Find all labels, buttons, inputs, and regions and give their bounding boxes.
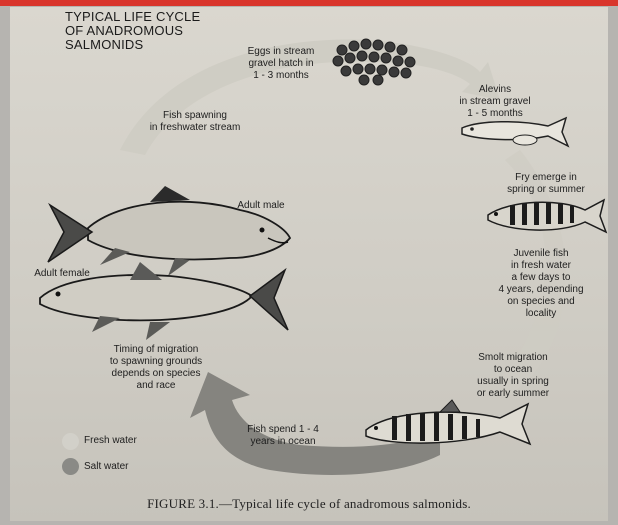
- alevin-illustration: [462, 118, 568, 146]
- timing-label: Timing of migration to spawning grounds …: [96, 344, 216, 392]
- ocean-label: Fish spend 1 - 4 years in ocean: [228, 424, 338, 448]
- spawning-label: Fish spawning in freshwater stream: [130, 110, 260, 134]
- fresh-water-swatch: [62, 433, 79, 450]
- adult-female-label: Adult female: [22, 268, 102, 280]
- fry-illustration: [488, 200, 606, 232]
- eggs-illustration: [333, 39, 415, 85]
- salt-water-legend: Salt water: [84, 461, 128, 473]
- diagram-title: TYPICAL LIFE CYCLE OF ANADROMOUS SALMONI…: [65, 10, 200, 52]
- smolt-illustration: [366, 400, 530, 444]
- figure-caption: FIGURE 3.1.—Typical life cycle of anadro…: [0, 496, 618, 512]
- salt-water-swatch: [62, 458, 79, 475]
- fry-label: Fry emerge in spring or summer: [496, 172, 596, 196]
- eggs-label: Eggs in stream gravel hatch in 1 - 3 mon…: [232, 46, 330, 82]
- alevins-label: Alevins in stream gravel 1 - 5 months: [440, 84, 550, 120]
- juvenile-label: Juvenile fish in fresh water a few days …: [488, 248, 594, 320]
- smolt-label: Smolt migration to ocean usually in spri…: [460, 352, 566, 400]
- adult-male-label: Adult male: [226, 200, 296, 212]
- fresh-water-legend: Fresh water: [84, 435, 137, 447]
